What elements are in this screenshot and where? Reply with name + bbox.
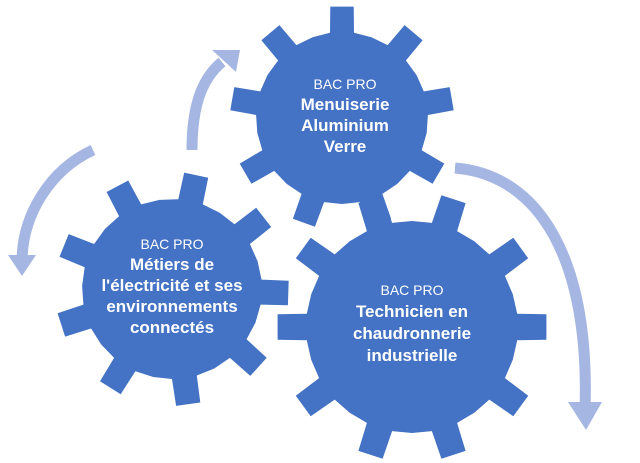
gear-1-line-2: Aluminium [301, 116, 389, 135]
gear-1-line-1: Menuiserie [301, 95, 390, 114]
cycle-arrow-right [454, 162, 591, 411]
gear-1-line-3: Verre [324, 137, 367, 156]
gear-2-line-4: connectés [130, 318, 214, 337]
gear-2-line-3: environnements [106, 297, 237, 316]
gear-technicien-chaudronnerie [277, 195, 547, 459]
gear-2-kicker: BAC PRO [140, 236, 203, 252]
cycle-arrowhead-top [212, 50, 240, 72]
gear-2-line-2: l'électricité et ses [101, 276, 242, 295]
gear-3-line-1: Technicien en [356, 302, 468, 321]
cycle-arrowhead-left [8, 255, 36, 276]
cycle-arrow-left [16, 145, 96, 263]
gear-3-line-3: industrielle [367, 346, 458, 365]
gear-2-line-1: Métiers de [130, 255, 214, 274]
gear-3-line-2: chaudronnerie [353, 324, 471, 343]
cycle-arrowhead-right [568, 402, 602, 430]
gear-3-kicker: BAC PRO [380, 282, 443, 298]
cycle-arrow-top [186, 57, 226, 151]
gear-menuiserie-aluminium-verre [230, 6, 454, 227]
gear-1-kicker: BAC PRO [313, 76, 376, 92]
gear-metiers-electricite [57, 172, 289, 406]
